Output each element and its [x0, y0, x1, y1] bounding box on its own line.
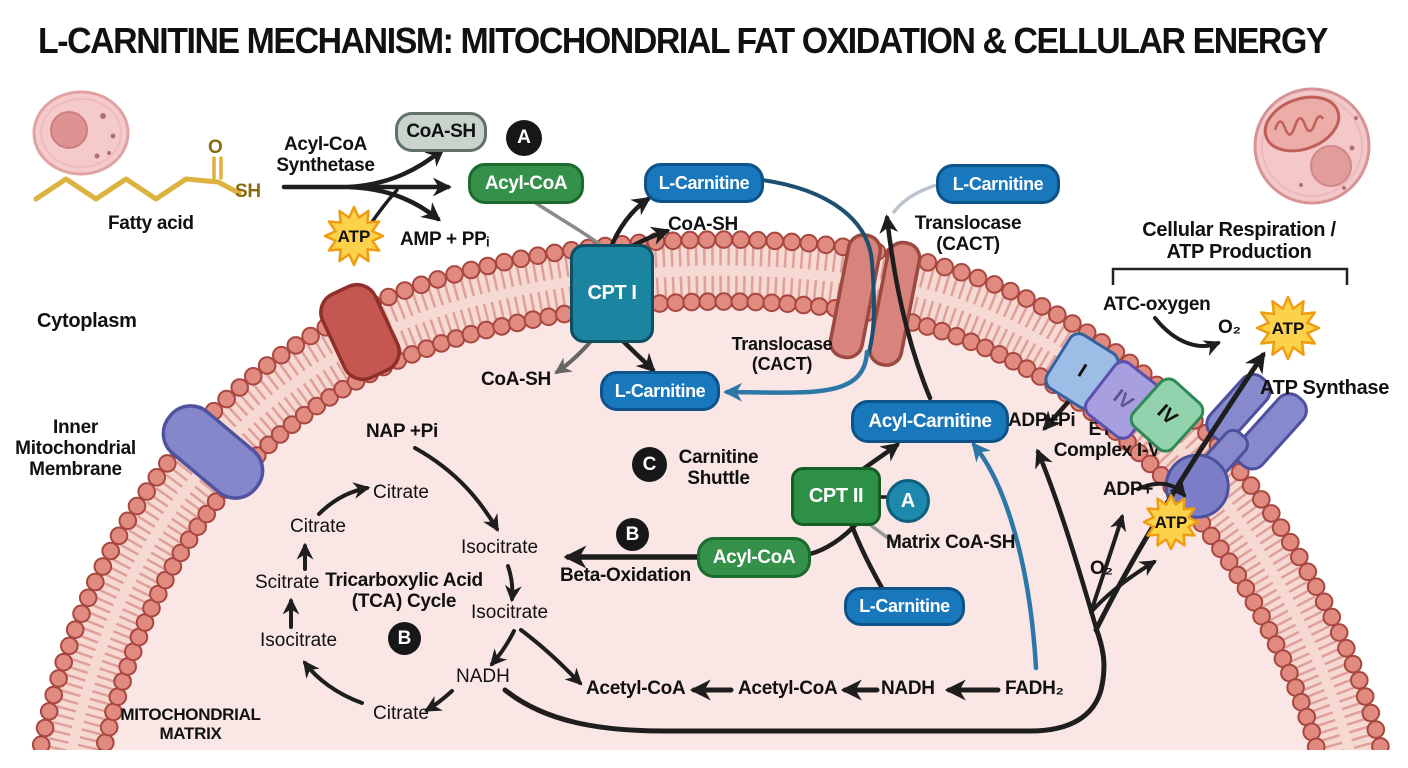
tca-cycle-title: Tricarboxylic Acid (TCA) Cycle — [325, 570, 483, 612]
mitochondrion-illustration — [1253, 87, 1371, 205]
inner-membrane-label: Inner Mitochondrial Membrane — [15, 417, 136, 480]
coa-sh-label-matrix: CoA-SH — [481, 369, 551, 390]
translocase-channel — [828, 233, 922, 367]
citrate-left-label: Citrate — [290, 516, 346, 537]
atp-synthase-label: ATP Synthase — [1260, 377, 1390, 399]
matrix-coa-sh-label: Matrix CoA-SH — [886, 532, 1016, 553]
lcarnitine-to-translocase-curve — [760, 178, 876, 354]
l-carnitine-pill-matrix: L-Carnitine — [600, 371, 720, 411]
atp-label-top-right: ATP — [1271, 319, 1305, 338]
tca-arrow-3 — [489, 629, 516, 667]
cell-illustration — [32, 90, 130, 176]
arrows — [281, 147, 1266, 734]
atp-label-cytosol: ATP — [337, 227, 371, 246]
loop-to-adppi-arrow — [1035, 448, 1100, 634]
l-carnitine-pill-shuttle: L-Carnitine — [844, 587, 965, 626]
lcarnitine2-to-channel — [892, 182, 942, 214]
l-carnitine-pill-cytosol-right: L-Carnitine — [936, 164, 1060, 204]
isocitrate-right1-label: Isocitrate — [461, 537, 539, 558]
atc-to-o2-arrow — [1153, 316, 1222, 356]
o2-label-top: O₂ — [1218, 317, 1241, 338]
fatty-acid-label: Fatty acid — [108, 213, 194, 234]
tca-arrow-1 — [413, 446, 499, 532]
step-c-badge: C — [632, 447, 667, 482]
l-carnitine-pill-cytosol-left: L-Carnitine — [644, 163, 764, 203]
carbonyl-o-label: O — [208, 137, 223, 158]
atp-starburst — [1142, 493, 1200, 551]
bottom-margin — [0, 750, 1408, 768]
atp-join-curve — [370, 188, 399, 224]
lcarnitine-to-cpt2-curve — [849, 523, 885, 591]
nadh-tca-label: NADH — [456, 666, 510, 687]
fadh2-label: FADH₂ — [1005, 678, 1064, 699]
acyl-coa-pill-matrix: Acyl-CoA — [697, 537, 811, 578]
tca-arrow-2 — [504, 564, 522, 603]
o2-label-matrix: O₂ — [1090, 558, 1113, 579]
translocase-to-lcarnitine-arrow — [723, 349, 870, 402]
adp-to-atp-arrow — [1136, 479, 1187, 498]
amp-ppi-label: AMP + PPᵢ — [400, 229, 489, 250]
respiration-bracket — [1111, 267, 1349, 285]
acyl-coa-synthetase-label: Acyl-CoA Synthetase — [276, 134, 375, 176]
coa-sh-label-top: CoA-SH — [668, 214, 738, 235]
step-a-badge: A — [506, 120, 542, 156]
acetyl-coa-1-label: Acetyl-CoA — [586, 678, 686, 699]
cpt2-a-badge: A — [886, 479, 930, 523]
fatty-acid-structure — [33, 156, 242, 202]
matrix-label: MITOCHONDRIAL MATRIX — [120, 705, 261, 743]
translocase-label-matrix: Translocase (CACT) — [731, 334, 833, 374]
translocase-label-top: Translocase (CACT) — [914, 213, 1022, 255]
amp-branch-arrow — [347, 184, 441, 222]
o2-fork-arrow-2 — [1089, 560, 1157, 614]
diagram-title: L-CARNITINE MECHANISM: MITOCHONDRIAL FAT… — [38, 20, 1328, 61]
isocitrate-right2-label: Isocitrate — [471, 602, 549, 623]
thiol-sh-label: SH — [235, 181, 261, 202]
tca-arrow-4 — [424, 689, 454, 712]
etc-loop-curve — [502, 628, 1107, 734]
cytoplasm-label: Cytoplasm — [37, 310, 137, 332]
atp-starburst — [323, 205, 385, 267]
step-b-badge-shuttle: B — [616, 518, 649, 551]
cpt1-to-matrix-lcarnitine-arrow — [619, 337, 656, 373]
step-b-badge-tca: B — [388, 622, 421, 655]
atp-starbursts — [323, 205, 1321, 551]
membrane-proteins — [161, 233, 1308, 519]
tca-arrow-8 — [317, 482, 371, 516]
scitrate-label: Scitrate — [255, 572, 320, 593]
acetyl-coa-2-label: Acetyl-CoA — [738, 678, 838, 699]
coa-sh-pill: CoA-SH — [395, 112, 487, 152]
nadh-chain-label: NADH — [881, 678, 935, 699]
cellular-respiration-label: Cellular Respiration / ATP Production — [1142, 219, 1336, 263]
complex1-to-adppi-arrow — [1042, 397, 1073, 431]
tca-to-acetyl-arrow — [519, 628, 583, 686]
atp-label-matrix: ATP — [1154, 513, 1188, 532]
cpt1-to-matrix-coash-arrow — [554, 338, 594, 374]
membrane-protein-red — [319, 282, 401, 382]
atc-oxygen-label: ATC-oxygen — [1103, 294, 1211, 315]
atp-starburst — [1255, 295, 1321, 361]
coash-branch-arrow — [347, 147, 445, 190]
cpt1-box: CPT I — [570, 244, 654, 343]
citrate-top-label: Citrate — [373, 482, 429, 503]
acyl-coa-pill-cytosol: Acyl-CoA — [468, 163, 584, 204]
o2-fork-arrow-1 — [1089, 513, 1127, 614]
carnitine-shuttle-label: Carnitine Shuttle — [678, 447, 759, 489]
acylcarnitine-out-arrow — [879, 214, 933, 401]
citrate-bottom-label: Citrate — [373, 703, 429, 724]
isocitrate-bottomleft-label: Isocitrate — [260, 630, 338, 651]
tca-arrow-5 — [302, 660, 364, 705]
membrane-protein-purple — [161, 404, 265, 500]
nap-pi-label: NAP +Pi — [366, 421, 438, 442]
cpt2-box: CPT II — [791, 467, 881, 526]
fadh2-to-acylcarnitine-arrow — [971, 442, 1039, 671]
acylcoa-to-cpt1 — [526, 196, 604, 248]
adp-plus-label: ADP+ — [1103, 479, 1154, 500]
beta-oxidation-label: Beta-Oxidation — [560, 565, 691, 586]
acyl-carnitine-pill: Acyl-Carnitine — [851, 400, 1009, 443]
